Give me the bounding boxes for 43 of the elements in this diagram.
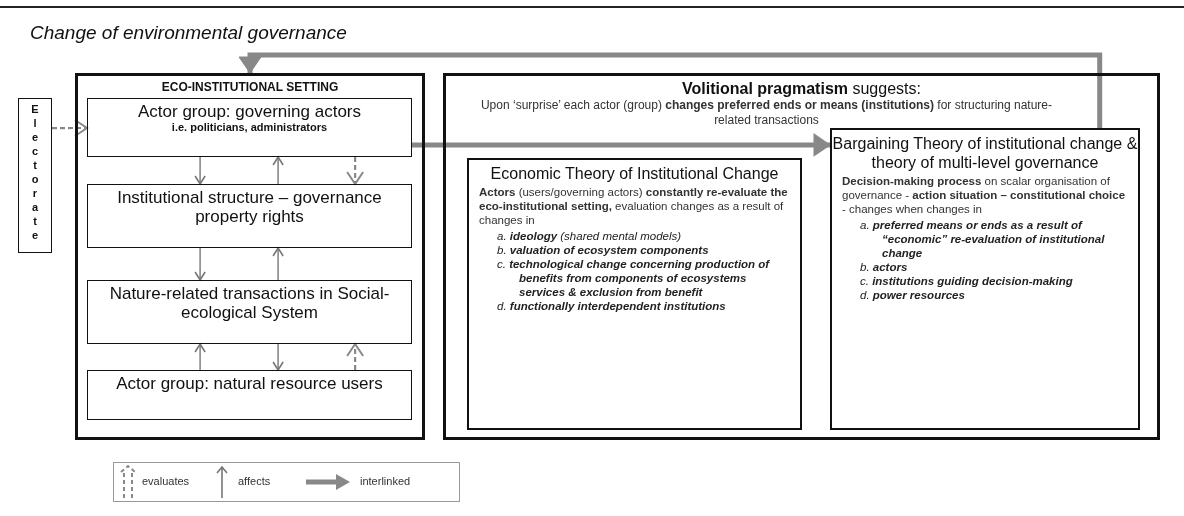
arrow [194,343,206,371]
frame-text: Upon ‘surprise’ each actor (group) changes preferred ends or means (institutions) for structuring nature-related transactions [479,98,1054,128]
electorate-box [18,98,52,253]
legend-label: interlinked [360,475,411,487]
thick-arrow [238,52,1103,128]
legend-label: affects [238,475,271,487]
transaction-box [87,280,412,344]
node-title: Actor group: governing actors [137,102,362,121]
node-title: Nature-related transactions in Social-ecological System [108,284,391,322]
theory-box [830,128,1140,430]
arrow [272,156,284,185]
node-subtitle: i.e. politicians, administrators [170,121,329,133]
legend-label: evaluates [142,475,190,487]
setting-frame [75,73,425,440]
box-title: Bargaining Theory of institutional change & theory of multi-level governance [832,134,1138,172]
actor-box [87,98,412,157]
arrow [194,156,206,185]
box-text: Decision-making process on scalar organisation of governance - action situation – constitutional choice - changes when changes in [841,174,1127,217]
theory-frame [443,73,1160,440]
list-item: d. functionally interdependent institutions [496,299,727,313]
list-item: a. ideology (shared mental models) [496,229,683,243]
list-item: b. actors [859,260,909,274]
dashed-arrow [346,343,365,370]
diagram-title: Change of environmental governance [30,22,347,44]
node-title: Actor group: natural resource users [115,374,384,393]
thick-arrow [412,133,831,157]
frame-heading: Volitional pragmatism suggests: [681,80,922,98]
vertical-label: Electorate [29,103,41,243]
arrow [272,247,284,281]
node-title: Institutional structure – governance property rights [116,188,383,226]
actor-box [87,370,412,420]
box-text: Actors (users/governing actors) constantly re-evaluate the eco-institutional setting, evaluation changes as a result of changes in [478,185,789,228]
dashed-arrow [346,157,365,185]
list-item: b. valuation of ecosystem components [496,243,710,257]
frame-title: ECO-INSTITUTIONAL SETTING [160,80,340,94]
arrow [194,247,206,281]
box-title: Economic Theory of Institutional Change [489,164,780,183]
arrow [272,343,284,371]
list-item: c. institutions guiding decision-making [859,274,1074,288]
theory-box [467,158,802,430]
structure-box [87,184,412,248]
dashed-arrow [52,119,88,137]
list-item: d. power resources [859,288,966,302]
